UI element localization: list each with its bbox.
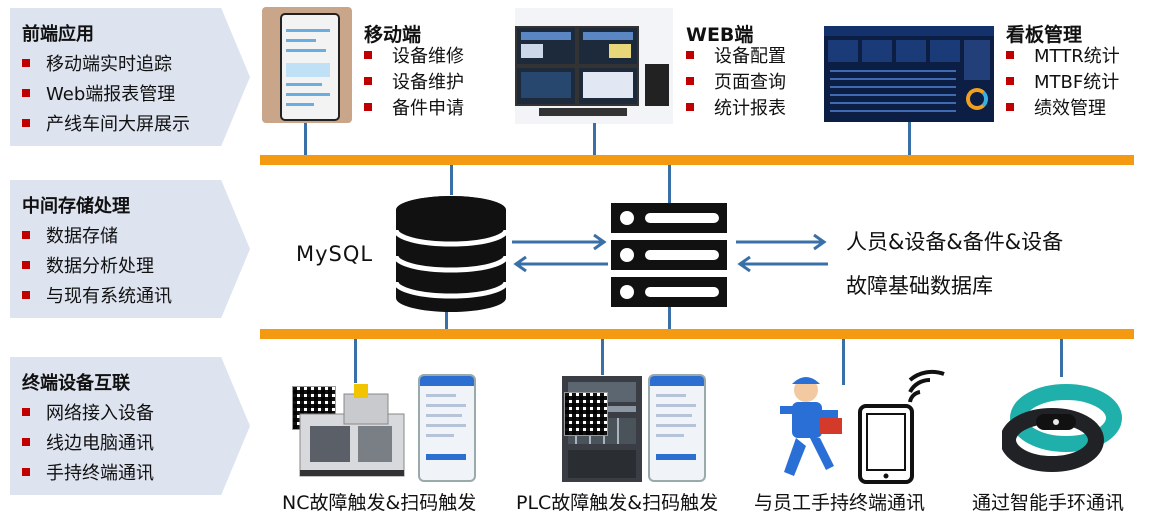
database-description-line1: 人员&设备&备件&设备 bbox=[846, 230, 1064, 254]
handheld-app-screen bbox=[648, 374, 706, 482]
list-item: 备件申请 bbox=[364, 96, 464, 122]
worker-image bbox=[780, 377, 842, 476]
smart-band-image bbox=[1002, 384, 1122, 472]
panel-frontend-title: 前端应用 bbox=[22, 24, 94, 45]
connector-line bbox=[593, 123, 596, 155]
tablet-icon bbox=[858, 404, 914, 484]
wifi-signal-icon bbox=[908, 369, 945, 403]
connector-line bbox=[1060, 339, 1063, 377]
connector-line bbox=[450, 165, 453, 195]
list-item: 页面查询 bbox=[686, 70, 786, 96]
list-item: MTTR统计 bbox=[1006, 44, 1120, 70]
panel-terminal-list: 网络接入设备 线边电脑通讯 手持终端通讯 bbox=[22, 399, 154, 489]
panel-terminal: 终端设备互联 网络接入设备 线边电脑通讯 手持终端通讯 bbox=[10, 357, 250, 495]
list-item: MTBF统计 bbox=[1006, 70, 1120, 96]
arrows-db-server bbox=[512, 233, 608, 273]
mysql-label: MySQL bbox=[296, 242, 374, 266]
arrows-server-desc bbox=[736, 233, 828, 273]
list-item: 统计报表 bbox=[686, 96, 786, 122]
connector-line bbox=[304, 123, 307, 155]
connector-line bbox=[601, 339, 604, 375]
list-item: 线边电脑通讯 bbox=[22, 429, 154, 459]
connector-line bbox=[668, 165, 671, 203]
list-item: 数据分析处理 bbox=[22, 252, 172, 282]
bus-bar-bottom bbox=[260, 329, 1134, 339]
panel-frontend-list: 移动端实时追踪 Web端报表管理 产线车间大屏展示 bbox=[22, 50, 190, 140]
list-item: 网络接入设备 bbox=[22, 399, 154, 429]
panel-middleware-list: 数据存储 数据分析处理 与现有系统通讯 bbox=[22, 222, 172, 312]
qr-code-icon bbox=[564, 392, 608, 436]
dashboard-image bbox=[824, 26, 994, 122]
connector-line bbox=[354, 339, 357, 383]
pc-tower bbox=[645, 64, 669, 106]
panel-middleware-title: 中间存储处理 bbox=[22, 196, 130, 217]
cnc-machine-image bbox=[299, 384, 405, 477]
group-list-mobile: 设备维修 设备维护 备件申请 bbox=[364, 44, 464, 122]
terminal-caption-nc: NC故障触发&扫码触发 bbox=[282, 492, 477, 514]
panel-middleware: 中间存储处理 数据存储 数据分析处理 与现有系统通讯 bbox=[10, 180, 250, 318]
database-description-line2: 故障基础数据库 bbox=[846, 274, 993, 298]
list-item: 设备配置 bbox=[686, 44, 786, 70]
terminal-caption-band: 通过智能手环通讯 bbox=[972, 492, 1125, 514]
list-item: 设备维护 bbox=[364, 70, 464, 96]
group-list-board: MTTR统计 MTBF统计 绩效管理 bbox=[1006, 44, 1120, 122]
list-item: 绩效管理 bbox=[1006, 96, 1120, 122]
terminal-caption-plc: PLC故障触发&扫码触发 bbox=[516, 492, 719, 514]
database-icon bbox=[393, 196, 509, 312]
group-title-board: 看板管理 bbox=[1006, 24, 1083, 46]
mobile-phone-image bbox=[262, 7, 352, 123]
group-title-web: WEB端 bbox=[686, 24, 754, 46]
list-item: Web端报表管理 bbox=[22, 80, 190, 110]
list-item: 数据存储 bbox=[22, 222, 172, 252]
web-monitors-image bbox=[515, 8, 673, 124]
list-item: 设备维修 bbox=[364, 44, 464, 70]
connector-line bbox=[842, 339, 845, 385]
panel-frontend: 前端应用 移动端实时追踪 Web端报表管理 产线车间大屏展示 bbox=[10, 8, 250, 146]
terminal-caption-handheld: 与员工手持终端通讯 bbox=[754, 492, 926, 514]
group-list-web: 设备配置 页面查询 统计报表 bbox=[686, 44, 786, 122]
list-item: 产线车间大屏展示 bbox=[22, 110, 190, 140]
group-title-mobile: 移动端 bbox=[364, 24, 422, 46]
connector-line bbox=[668, 307, 671, 329]
keyboard bbox=[539, 108, 627, 116]
connector-line bbox=[445, 312, 448, 329]
bus-bar-top bbox=[260, 155, 1134, 165]
phone-screen bbox=[280, 13, 340, 121]
connector-line bbox=[908, 122, 911, 155]
list-item: 移动端实时追踪 bbox=[22, 50, 190, 80]
list-item: 手持终端通讯 bbox=[22, 459, 154, 489]
panel-terminal-title: 终端设备互联 bbox=[22, 373, 130, 394]
handheld-app-screen bbox=[418, 374, 476, 482]
list-item: 与现有系统通讯 bbox=[22, 282, 172, 312]
server-icon bbox=[611, 203, 727, 307]
